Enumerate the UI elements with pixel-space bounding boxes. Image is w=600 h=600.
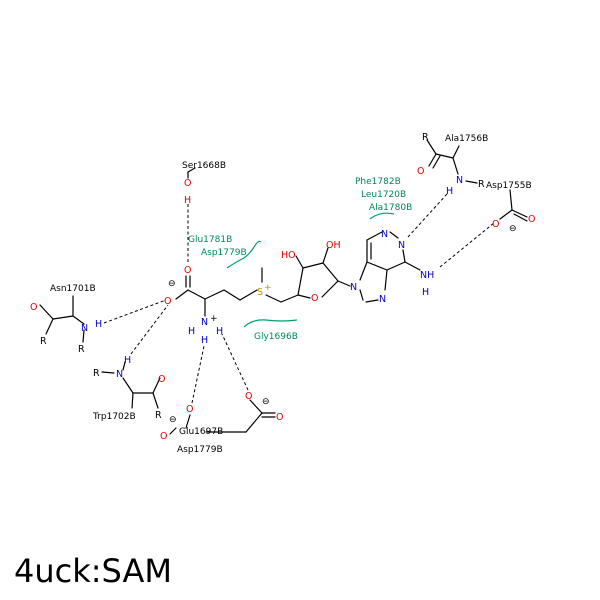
r-group-trp: R	[93, 368, 100, 379]
atom-ala1756-o: O	[417, 166, 424, 177]
atom-asp-bottom-o2: O	[276, 412, 283, 423]
atom-sulfur: S	[257, 287, 263, 298]
r-group-ala1756: R	[422, 132, 429, 143]
residue-label-glu1781: Glu1781B	[188, 235, 232, 245]
atom-ala1756-h: H	[446, 186, 453, 197]
atom-asp1755-o2: O	[528, 214, 535, 225]
residue-label-leu1720: Leu1720B	[361, 190, 406, 200]
atom-carboxyl-o1: O	[184, 265, 191, 276]
r-group-asn: R	[40, 336, 47, 347]
atom-adenine-nh: NH	[420, 270, 434, 281]
atom-ribose-ho: HO	[281, 250, 296, 261]
charge-sulfur: +	[264, 283, 272, 293]
hbond-trp1702-o	[130, 304, 169, 355]
residue-label-asn1701: Asn1701B	[50, 284, 96, 294]
atom-amine-n: N	[201, 317, 208, 328]
residue-bonds	[39, 139, 528, 435]
atom-asp-bottom-o1: O	[245, 391, 252, 402]
hydrogen-bonds	[103, 193, 495, 404]
charge-amine: +	[210, 314, 218, 324]
charge-asp1755: ⊖	[509, 224, 517, 234]
residue-label-trp1702: Trp1702B	[92, 412, 136, 422]
sam-bonds	[175, 231, 421, 317]
atom-ribose-oh: OH	[326, 240, 341, 251]
hbond-asp1779-n	[221, 333, 249, 391]
atom-adenine-h: H	[422, 287, 429, 298]
residue-label-asp1779-bottom: Asp1779B	[177, 445, 223, 455]
atom-ribose-o: O	[311, 293, 318, 304]
residue-label-ala1756: Ala1756B	[445, 134, 488, 144]
residue-label-asp1779-top: Asp1779B	[201, 248, 247, 258]
atom-adenine-n3: N	[381, 229, 388, 240]
atom-adenine-n9: N	[350, 282, 357, 293]
atom-trp-h: H	[124, 355, 131, 366]
atom-amine-h3: H	[216, 326, 223, 337]
atom-glu-o1: O	[186, 404, 193, 415]
atom-amine-h2: H	[201, 335, 208, 346]
hbond-glu1697-n	[191, 345, 205, 404]
r-group-trp-c: R	[155, 410, 162, 421]
residue-label-gly1696: Gly1696B	[254, 332, 298, 342]
atom-ser-h: H	[184, 195, 191, 206]
atom-asp1755-o1: O	[492, 219, 499, 230]
r-group-ala1756-n: R	[478, 179, 485, 190]
atom-trp-o: O	[158, 374, 165, 385]
hydrophobic-arc-ala1780	[369, 212, 395, 220]
atom-trp-n: N	[116, 369, 123, 380]
ligand-title: 4uck:SAM	[14, 552, 172, 590]
atom-adenine-n7: N	[379, 294, 386, 305]
atom-adenine-n1: N	[398, 240, 405, 251]
atom-ala1756-n: N	[456, 175, 463, 186]
atom-ser-o: O	[184, 178, 191, 189]
atom-carboxyl-o2: O	[164, 296, 171, 307]
atom-asn-n: N	[81, 323, 88, 334]
atom-labels: O H O ⊖ O H N + H H S + O HO OH N N N N …	[30, 132, 535, 442]
residue-label-phe1782: Phe1782B	[355, 177, 401, 187]
hydrophobic-arc-glu1781	[226, 240, 262, 269]
atom-glu-o2: O	[160, 431, 167, 442]
residue-label-ala1780: Ala1780B	[369, 203, 412, 213]
r-group-asn-n: R	[78, 344, 85, 355]
hbond-asn1701-o	[103, 299, 167, 324]
atom-amine-h1: H	[188, 326, 195, 337]
hydrophobic-contacts	[226, 212, 395, 328]
hydrophobic-arc-gly1696	[243, 319, 298, 328]
charge-carboxyl: ⊖	[168, 279, 176, 289]
atom-asn-h: H	[95, 319, 102, 330]
residue-labels: Ser1668B Glu1781B Asp1779B Asn1701B Trp1…	[50, 134, 532, 455]
atom-asn-o: O	[30, 302, 37, 313]
hbond-asp1755-nh	[439, 222, 495, 268]
hbond-ala1756-n	[407, 193, 448, 238]
charge-glu: ⊖	[169, 415, 177, 425]
residue-label-asp1755: Asp1755B	[486, 181, 532, 191]
charge-asp-bottom: ⊖	[262, 397, 270, 407]
residue-label-glu1697: Glu1697B	[179, 427, 223, 437]
residue-label-ser1668: Ser1668B	[182, 161, 226, 171]
